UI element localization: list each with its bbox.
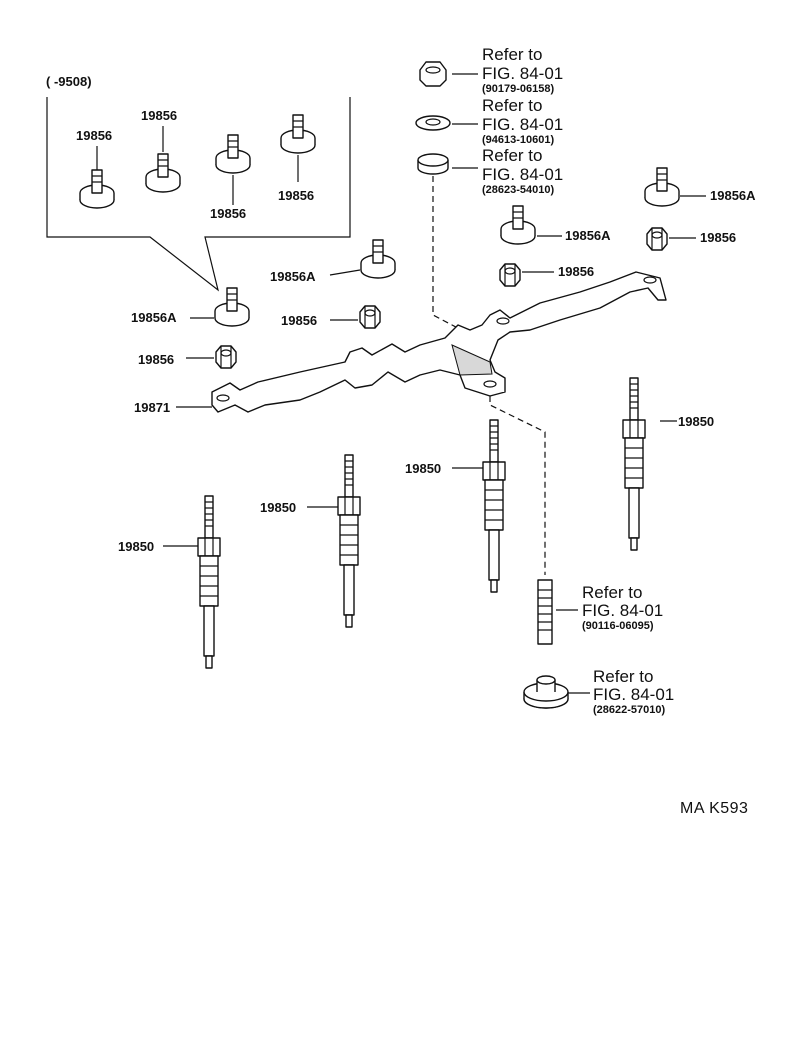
ref-stud-guide [489,396,546,575]
figure-code: MA K593 [680,800,748,817]
ref-collar-guide [432,176,491,346]
reference-1-part-no: (90179-06158) [482,83,555,95]
inset-callout-3: 19856 [210,206,246,221]
stud-1 [360,239,396,279]
reference-4-line2: FIG. 84-01 [582,601,663,620]
glow-plug-4 [622,377,646,551]
nut-1 [359,305,381,329]
nut-callout-3: 19856 [558,264,594,279]
inset-stud-3 [215,134,251,174]
inset-stud-1 [79,169,115,209]
ref-collar-lower [523,675,569,709]
ref-nut-top [419,61,447,87]
ref-washer [415,115,451,131]
reference-1-line1: Refer to [482,45,542,64]
ref-stud [537,579,553,645]
nut-2 [215,345,237,369]
nut-4 [646,227,668,251]
reference-3-line2: FIG. 84-01 [482,165,563,184]
reference-4-line1: Refer to [582,583,642,602]
nut-callout-4: 19856 [700,230,736,245]
inset-frame [46,97,351,292]
inset-callout-1: 19856 [76,128,112,143]
reference-3: Refer to FIG. 84-01 (28623-54010) [452,146,563,196]
inset-callout-2: 19856 [141,108,177,123]
reference-5: Refer to FIG. 84-01 (28622-57010) [593,667,674,716]
reference-3-line1: Refer to [482,146,542,165]
stud-callout-4: 19856A [710,188,756,203]
glow-plug-callout-1: 19850 [118,539,154,554]
reference-2-part-no: (94613-10601) [482,134,555,146]
glow-plug-3 [482,419,506,593]
stud-4 [644,167,680,207]
reference-1-line2: FIG. 84-01 [482,64,563,83]
inset-stud-2 [145,153,181,193]
reference-4: Refer to FIG. 84-01 (90116-06095) [582,583,663,632]
nut-3 [499,263,521,287]
reference-5-part-no: (28622-57010) [593,704,666,716]
stud-callout-3: 19856A [565,228,611,243]
reference-2-line1: Refer to [482,96,542,115]
ref-collar [417,153,449,175]
stud-3 [500,205,536,245]
inset-group: ( -9508) 19856 19856 19856 19856 [46,74,351,292]
reference-2: Refer to FIG. 84-01 (94613-10601) [452,96,563,146]
stud-callout-1: 19856A [270,269,316,284]
bracket-callout: 19871 [134,400,170,415]
glow-plug-callout-3: 19850 [405,461,441,476]
reference-3-part-no: (28623-54010) [482,184,555,196]
reference-5-line2: FIG. 84-01 [593,685,674,704]
nut-callout-1: 19856 [281,313,317,328]
glow-plug-callout-2: 19850 [260,500,296,515]
nut-callout-2: 19856 [138,352,174,367]
reference-4-part-no: (90116-06095) [582,620,654,632]
inset-callout-4: 19856 [278,188,314,203]
stud-2 [214,287,250,327]
inset-date-range-label: ( -9508) [46,74,92,89]
inset-stud-4 [280,114,316,154]
reference-2-line2: FIG. 84-01 [482,115,563,134]
reference-5-line1: Refer to [593,667,653,686]
glow-plug-1 [197,495,221,669]
glow-plug-callout-4: 19850 [678,414,714,429]
glow-plug-2 [337,454,361,628]
reference-1: Refer to FIG. 84-01 (90179-06158) [452,45,563,95]
stud-callout-2: 19856A [131,310,177,325]
glow-plug-bracket [211,271,667,413]
